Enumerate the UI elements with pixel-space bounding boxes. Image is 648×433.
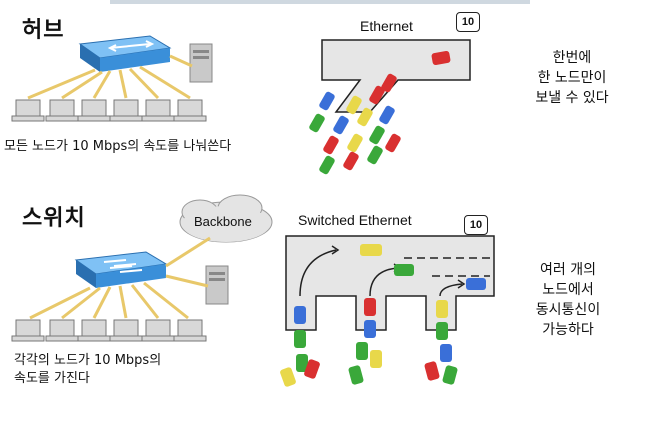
switched-ethernet-label: Switched Ethernet xyxy=(298,212,412,228)
switch-server-icon xyxy=(205,265,229,305)
hub-side-text: 한번에 한 노드만이 보낼 수 있다 xyxy=(516,48,628,108)
hub-cables xyxy=(27,54,193,100)
top-decor-bar xyxy=(110,0,530,4)
hub-side-line-3: 보낼 수 있다 xyxy=(535,90,609,106)
switch-title: 스위치 xyxy=(22,206,86,231)
switch-speed-sign: 10 xyxy=(464,215,488,235)
switch-side-line-3: 동시통신이 xyxy=(535,302,601,318)
hub-server-icon xyxy=(189,43,213,83)
ethernet-cars xyxy=(309,51,451,175)
hub-caption: 모든 노드가 10 Mbps의 속도를 나눠쓴다 xyxy=(4,139,232,154)
switch-caption-line-1: 각각의 노드가 10 Mbps의 xyxy=(14,353,162,368)
switched-road xyxy=(285,235,495,331)
ethernet-road xyxy=(321,39,471,113)
switch-side-line-4: 가능하다 xyxy=(542,322,594,338)
switch-caption: 각각의 노드가 10 Mbps의 속도를 가진다 xyxy=(14,352,161,388)
backbone-label: Backbone xyxy=(194,214,252,229)
backbone-cloud-icon xyxy=(179,194,273,243)
switch-device-icon xyxy=(74,251,168,288)
hub-speed-sign: 10 xyxy=(456,12,480,32)
hub-title: 허브 xyxy=(22,18,65,43)
switch-side-text: 여러 개의 노드에서 동시통신이 가능하다 xyxy=(512,260,624,340)
switch-side-line-1: 여러 개의 xyxy=(540,262,596,278)
hub-laptop-icon xyxy=(11,99,207,122)
switch-laptop-icon xyxy=(11,319,207,342)
switch-side-line-2: 노드에서 xyxy=(542,282,594,298)
hub-side-line-1: 한번에 xyxy=(552,50,592,66)
switch-cables xyxy=(29,236,211,320)
hub-device-icon xyxy=(78,35,172,72)
ethernet-label: Ethernet xyxy=(360,18,413,34)
switched-cars xyxy=(280,244,486,387)
switch-caption-line-2: 속도를 가진다 xyxy=(14,371,90,386)
hub-side-line-2: 한 노드만이 xyxy=(537,70,607,86)
